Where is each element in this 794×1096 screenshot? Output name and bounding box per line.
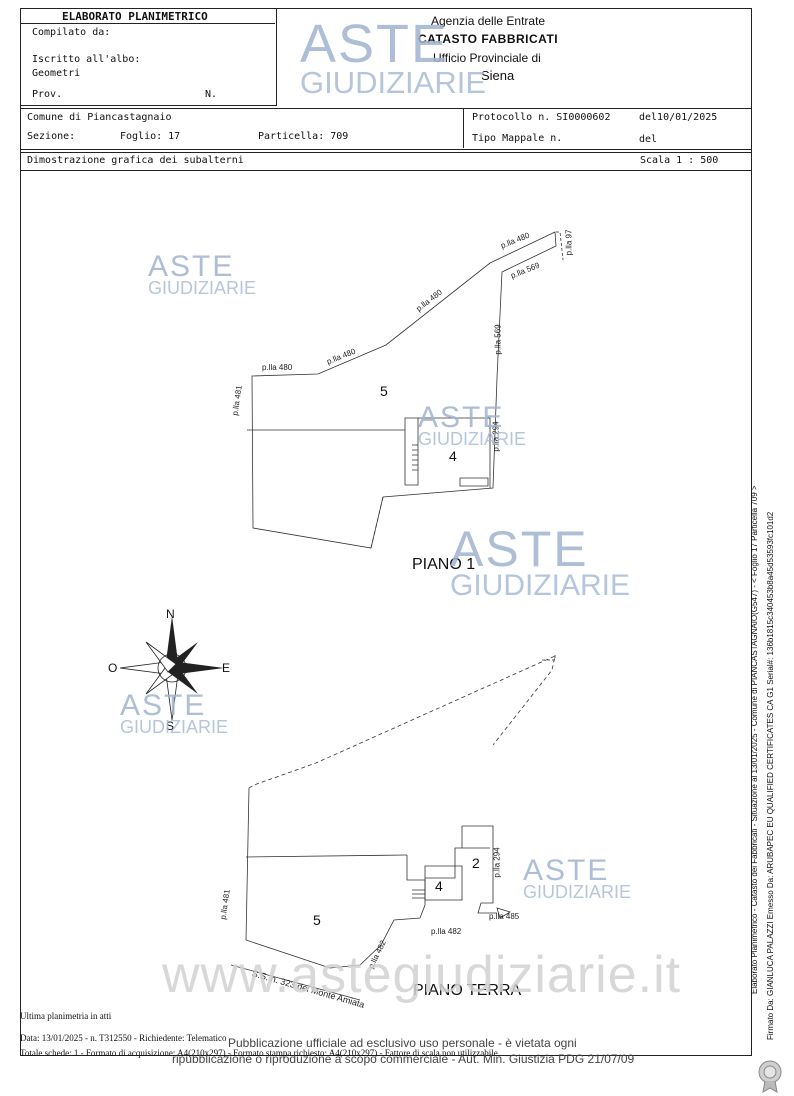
side-text-2: Firmato Da: GIANLUCA PALAZZI Emesso Da: …: [766, 511, 775, 1040]
footer-totale-line: Totale schede: 1 - Formato di acquisizio…: [20, 1048, 498, 1058]
sub4-p1: 4: [449, 448, 457, 464]
label-p294-pt: p.lla 294: [492, 847, 502, 878]
foglio-value: Foglio: 17: [120, 131, 181, 142]
n-label: N.: [205, 89, 218, 100]
elaborato-title: ELABORATO PLANIMETRICO: [62, 10, 208, 23]
tipo-del-label: del: [639, 134, 658, 145]
particella-value: Particella: 709: [258, 131, 349, 142]
protocollo-date: del10/01/2025: [639, 112, 718, 123]
sub5-pt: 5: [313, 912, 321, 928]
tipo-mappale-label: Tipo Mappale n.: [472, 133, 563, 144]
pubblicazione-line2: ripubblicazione o riproduzione a scopo c…: [172, 1052, 635, 1066]
agency-city: Siena: [481, 68, 515, 83]
scala-label: Scala 1 : 500: [640, 155, 719, 166]
compass-n: N: [166, 607, 175, 621]
label-p97: p.lla 97: [564, 229, 574, 256]
compass-s: S: [166, 719, 175, 733]
watermark-1: ASTE GIUDIZIARIE: [148, 250, 257, 298]
iscritto-label: Iscritto all'albo:: [32, 54, 141, 65]
compilato-label: Compilato da:: [32, 27, 111, 38]
agency-line1: Agenzia delle Entrate: [431, 14, 546, 28]
side-text-1: Elaborato Planimetrico - Catasto dei Fab…: [750, 485, 759, 994]
label-p485: p.lla 485: [489, 912, 520, 921]
comune-divider: [463, 108, 464, 148]
footer-data-line: Data: 13/01/2025 - n. T312550 - Richiede…: [20, 1033, 227, 1043]
ultima-planimetria: Ultima planimetria in atti: [20, 1011, 112, 1021]
dimostrazione-box: [20, 152, 752, 171]
watermark-2: ASTE GIUDIZIARIE: [418, 401, 527, 449]
protocollo-value: Protocollo n. SI0000602: [472, 112, 611, 123]
pubblicazione-line1: Pubblicazione ufficiale ad esclusivo uso…: [228, 1036, 577, 1050]
sub5-p1: 5: [380, 383, 388, 399]
agency-line3: Ufficio Provinciale di: [433, 51, 541, 65]
compiler-box: [20, 8, 277, 106]
comune-box: [20, 108, 752, 150]
sezione-label: Sezione:: [27, 131, 76, 142]
pianoterra-label: PIANO TERRA: [413, 982, 522, 999]
dimostrazione-label: Dimostrazione grafica dei subalterni: [27, 155, 244, 166]
title-underline: [20, 23, 275, 24]
watermark-5: ASTE GIUDIZIARIE: [523, 854, 632, 902]
agency-line2: CATASTO FABBRICATI: [418, 32, 559, 46]
compass-o: O: [108, 661, 118, 675]
comune-value: Comune di Piancastagnaio: [27, 112, 172, 123]
prov-label: Prov.: [32, 89, 63, 100]
watermark-3: ASTE GIUDIZIARIE: [450, 521, 631, 602]
label-p482-a: p.lla 482: [431, 927, 462, 936]
seal-icon: [758, 1060, 782, 1093]
professione-value: Geometri: [32, 68, 81, 79]
sub2-pt: 2: [472, 855, 480, 871]
sub4-pt: 4: [435, 878, 443, 894]
sheet-frame: [20, 8, 752, 1056]
label-p569-side: p.lla 569: [493, 324, 503, 355]
compass-e: E: [222, 661, 231, 675]
watermark-4: ASTE GIUDIZIARIE: [120, 689, 229, 737]
watermark-header: ASTE GIUDIZIARIE: [300, 14, 487, 100]
label-p480-left: p.lla 480: [262, 363, 293, 372]
compass-rose-icon: [119, 616, 224, 721]
watermark-site: www.astegiudiziarie.it: [162, 946, 682, 1004]
piano1-label: PIANO 1: [412, 556, 476, 573]
